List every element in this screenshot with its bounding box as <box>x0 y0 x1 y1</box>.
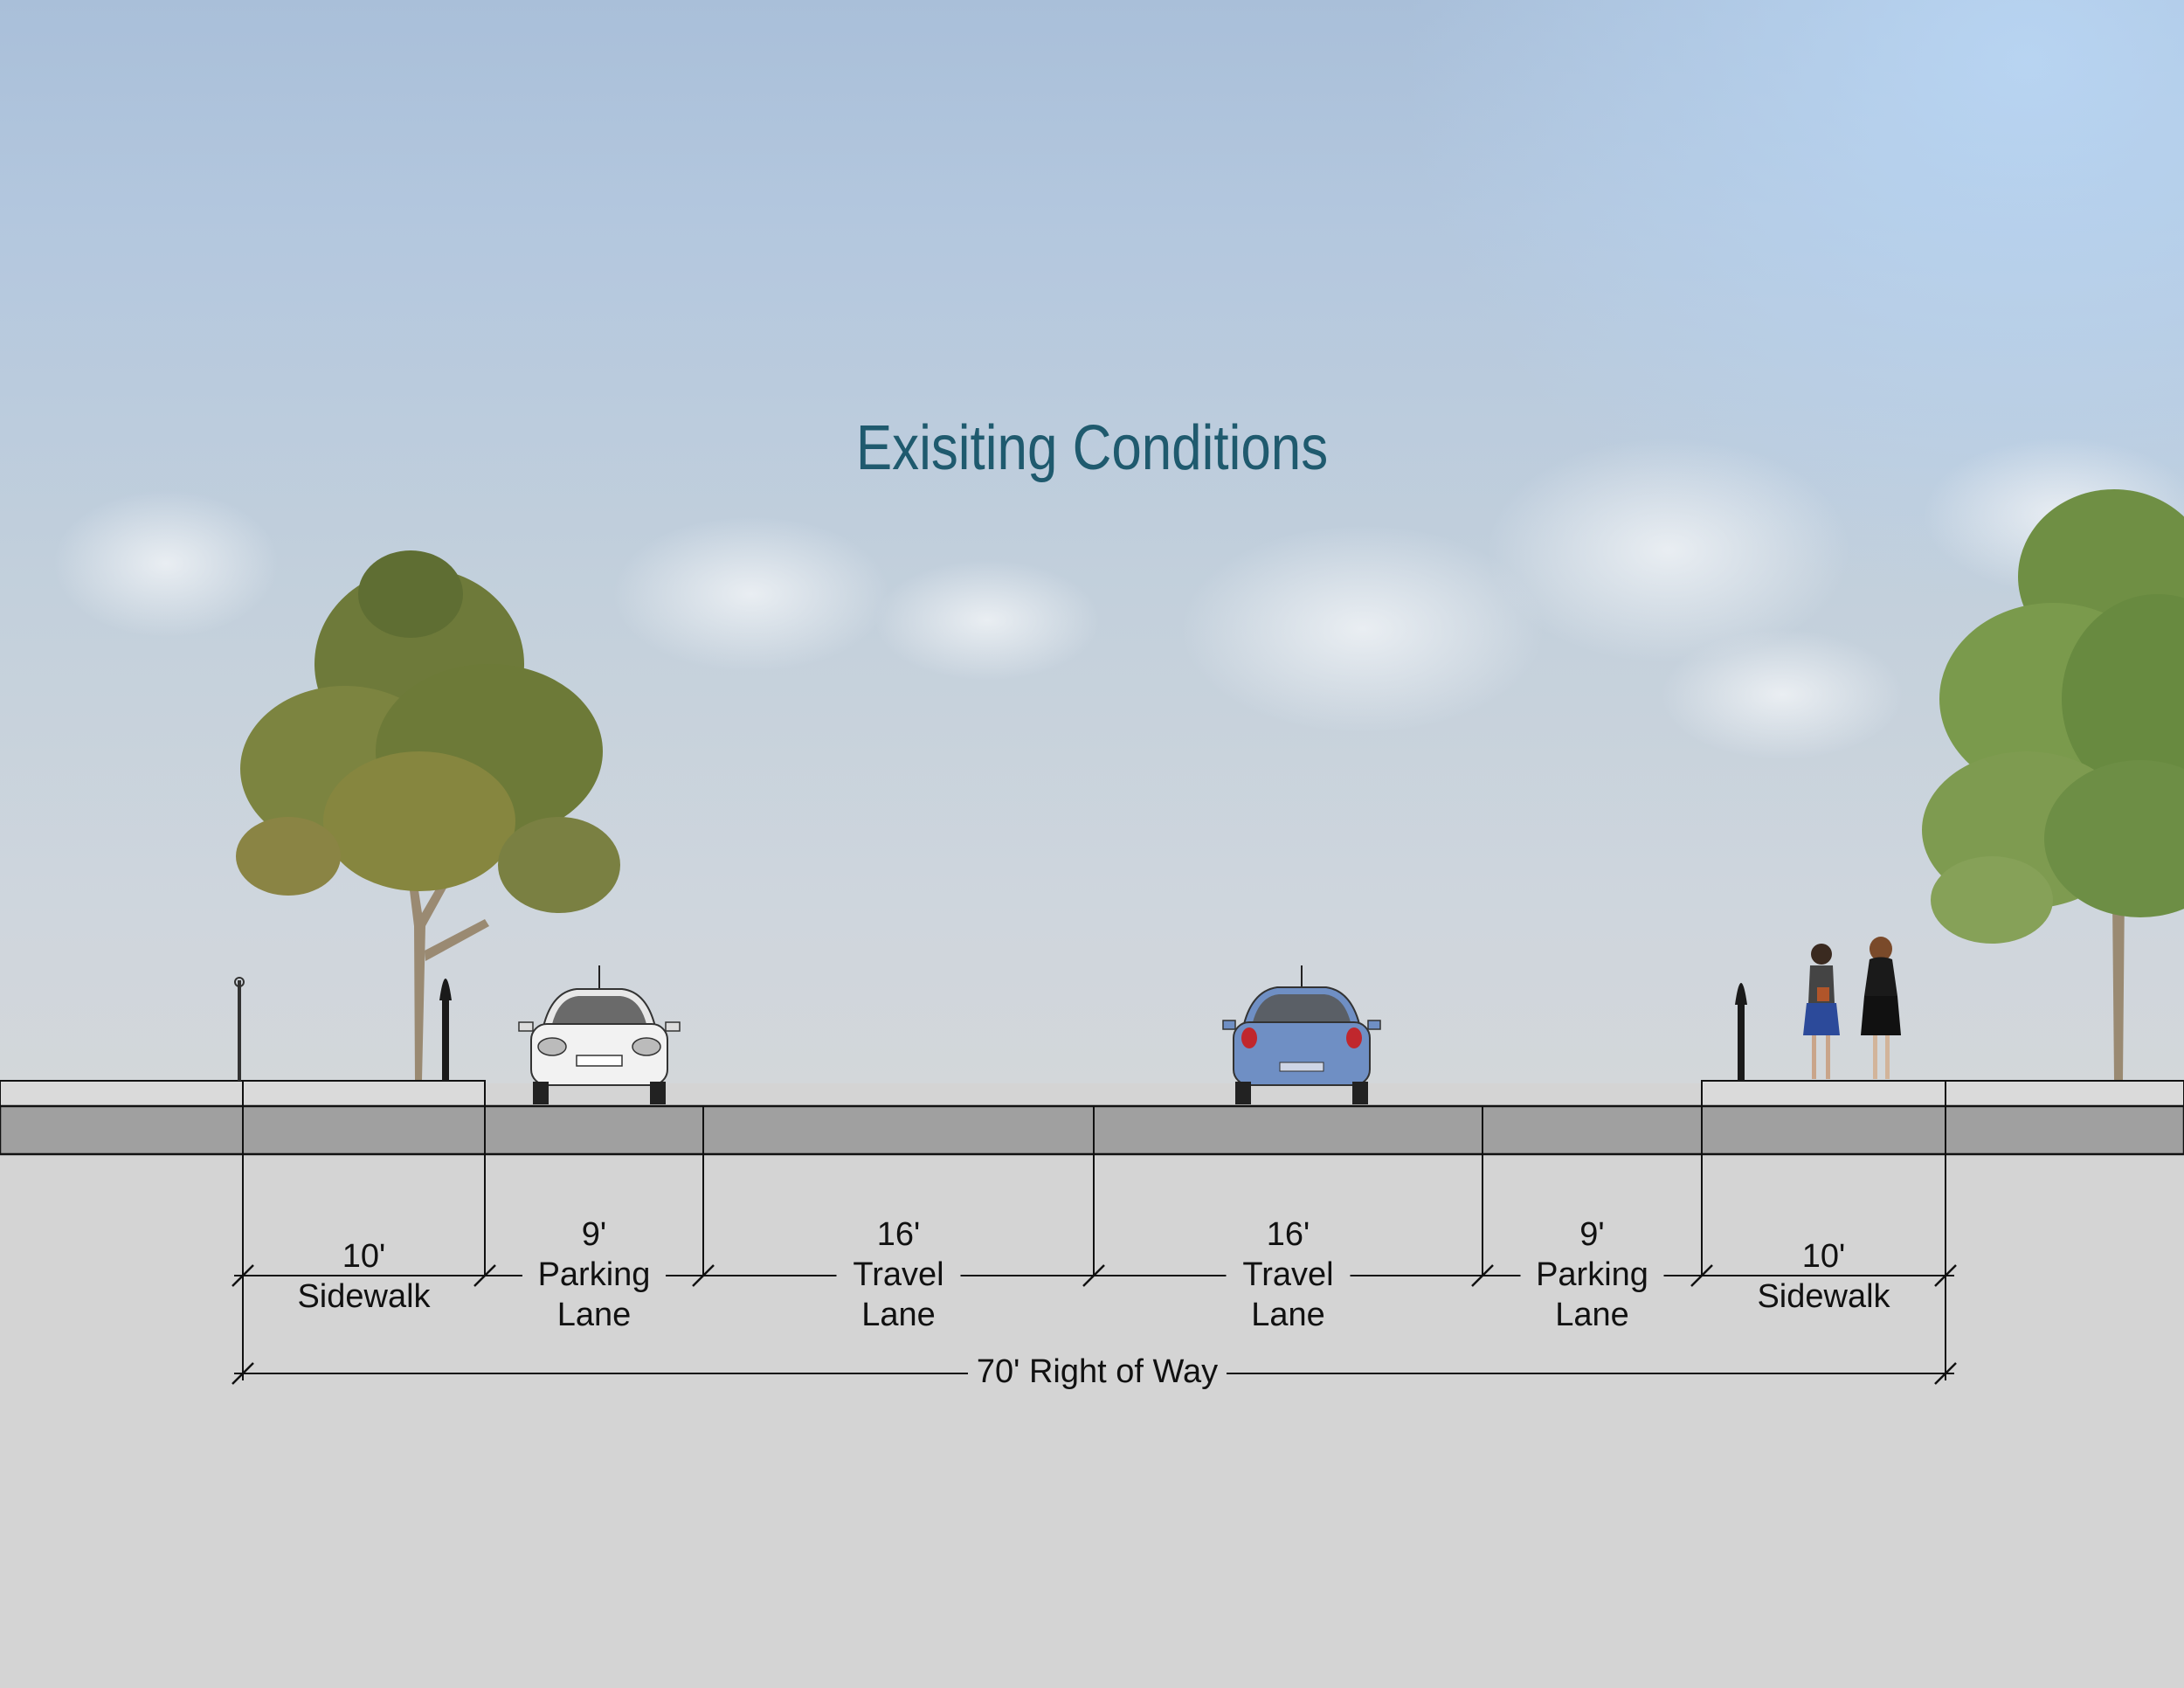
extension-lines <box>242 1081 1946 1380</box>
segment-width-text: 10' <box>1802 1238 1846 1275</box>
total-right-of-way-label: 70' Right of Way <box>977 1353 1218 1390</box>
segment-name-text: Lane <box>557 1297 632 1333</box>
segment-name-text: Travel <box>853 1256 943 1293</box>
segment-name-text: Lane <box>1251 1297 1325 1333</box>
sign-post-left <box>234 977 245 1081</box>
segment-name-text: Parking <box>1536 1256 1648 1293</box>
car-right-icon <box>1222 965 1381 1104</box>
label-mask <box>836 1256 961 1290</box>
tree-right <box>1922 489 2184 1080</box>
cloud <box>612 515 891 673</box>
cloud <box>1485 437 1852 664</box>
tree-left <box>236 550 620 1080</box>
segment-name-text: Lane <box>1555 1297 1629 1333</box>
label-mask <box>282 1277 446 1312</box>
segment-name-text: Travel <box>1242 1256 1333 1293</box>
label-mask <box>330 1237 397 1272</box>
segment-width-text: 16' <box>877 1216 921 1253</box>
segment-name-text: Parking <box>538 1256 651 1293</box>
pedestrian-icon <box>1803 944 1840 1079</box>
segment-name-text: Sidewalk <box>1757 1278 1890 1315</box>
label-mask <box>1226 1256 1351 1290</box>
page-title: Exisiting Conditions <box>855 413 1329 483</box>
dimension-tick <box>1082 1264 1105 1287</box>
segment-label-6: 10'Sidewalk <box>1742 1237 1905 1315</box>
car-left-icon <box>518 965 681 1104</box>
segment-labels: 10'Sidewalk9'ParkingLane16'TravelLane16'… <box>282 1216 1905 1333</box>
label-mask <box>1520 1256 1664 1290</box>
dimension-tick <box>232 1264 254 1287</box>
street-lamp-left <box>439 979 452 1081</box>
cloud <box>52 489 280 638</box>
dimension-tick <box>473 1264 496 1287</box>
segment-width-text: 9' <box>1579 1216 1604 1253</box>
dimension-tick <box>1690 1264 1713 1287</box>
segment-label-1: 10'Sidewalk <box>282 1237 446 1315</box>
road-band <box>0 1104 2184 1156</box>
label-mask <box>522 1256 666 1290</box>
segment-width-text: 9' <box>582 1216 606 1253</box>
cloud <box>874 559 1101 681</box>
dimension-tick <box>692 1264 715 1287</box>
label-mask <box>1790 1237 1857 1272</box>
segment-ticks <box>232 1264 1957 1287</box>
dimension-tick <box>1471 1264 1494 1287</box>
label-mask <box>1742 1277 1905 1312</box>
total-label-bg <box>968 1349 1227 1393</box>
segment-name-text: Lane <box>861 1297 936 1333</box>
street-lamp-right <box>1735 983 1747 1081</box>
segment-width-text: 16' <box>1267 1216 1310 1253</box>
pedestrian-icon <box>1861 937 1901 1079</box>
segment-name-text: Sidewalk <box>297 1278 431 1315</box>
sidewalk-right <box>1701 1080 2184 1108</box>
dimension-tick <box>1934 1264 1957 1287</box>
segment-width-text: 10' <box>342 1238 386 1275</box>
cloud <box>1660 629 1904 760</box>
